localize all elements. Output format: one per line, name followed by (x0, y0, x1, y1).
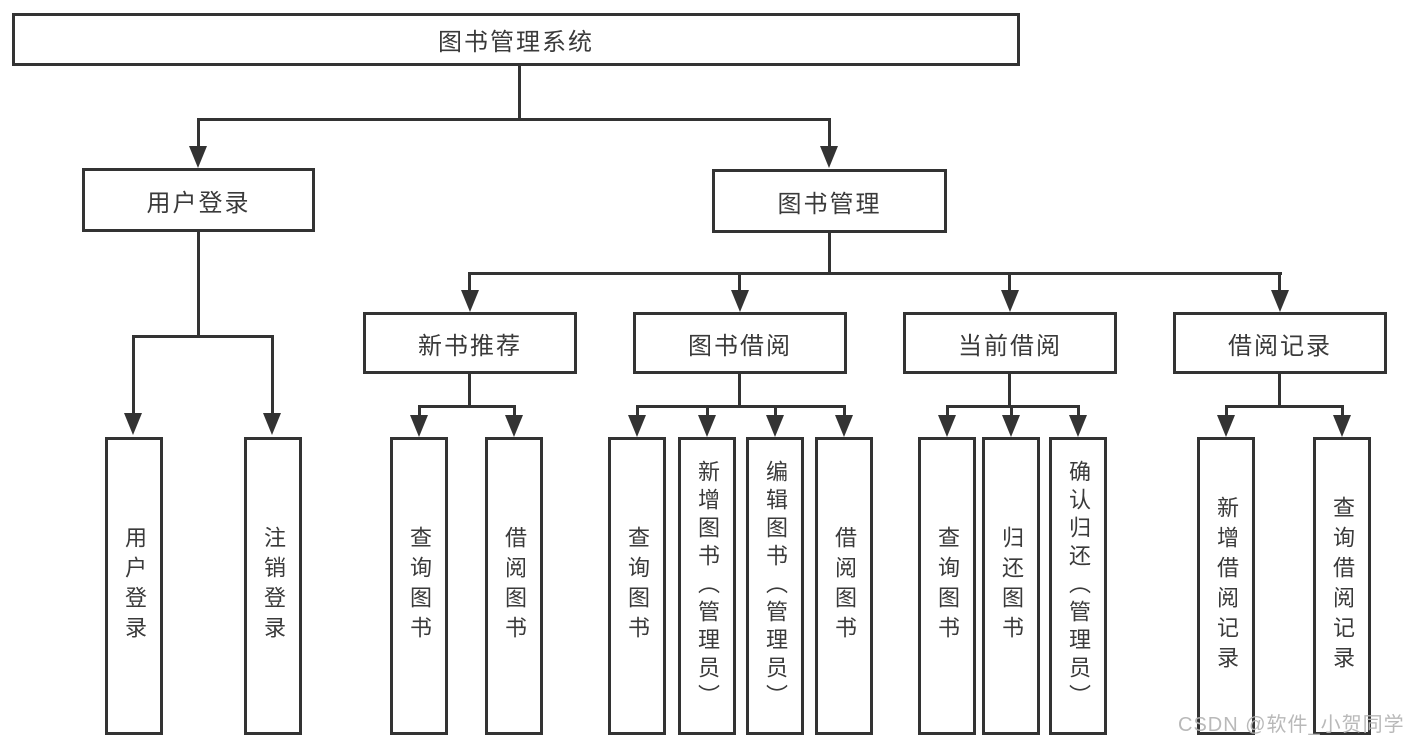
node-user-login: 用户登录 (82, 168, 315, 232)
arrow-g5-right (1333, 415, 1351, 437)
connector-g3-3 (774, 405, 777, 417)
leaf-logout: 注销登录 (244, 437, 302, 735)
csdn-watermark: CSDN @软件_小贺同学 (1178, 714, 1405, 736)
connector-book-borrow-drop (738, 374, 741, 407)
connector-root-drop (518, 66, 521, 118)
connector-to-book-borrow (738, 272, 741, 292)
leaf-cb-query-books: 查询图书 (918, 437, 976, 735)
arrow-to-new-book (461, 290, 479, 312)
connector-level3-rail (468, 272, 1282, 275)
connector-g2-right (513, 405, 516, 417)
arrow-g4-3 (1069, 415, 1087, 437)
arrow-g4-2 (1002, 415, 1020, 437)
connector-to-leaf-logout (271, 335, 274, 415)
arrow-to-book-borrow (731, 290, 749, 312)
arrow-g5-left (1217, 415, 1235, 437)
leaf-cb-return-books: 归还图书 (982, 437, 1040, 735)
arrow-g2-right (505, 415, 523, 437)
connector-g4-1 (946, 405, 949, 417)
leaf-bb-edit-books-admin: 编辑图书（管理员） (746, 437, 804, 735)
connector-borrow-records-drop (1278, 374, 1281, 407)
arrow-to-leaf-logout (263, 413, 281, 435)
arrow-g3-4 (835, 415, 853, 437)
connector-g4-3 (1077, 405, 1080, 417)
leaf-cb-confirm-return-admin: 确认归还（管理员） (1049, 437, 1107, 735)
arrow-g2-left (410, 415, 428, 437)
connector-g3-4 (843, 405, 846, 417)
node-new-book-recommend: 新书推荐 (363, 312, 577, 374)
connector-level2-rail (197, 118, 831, 121)
connector-book-management-drop (828, 233, 831, 275)
connector-to-new-book (468, 272, 471, 292)
arrow-g4-1 (938, 415, 956, 437)
leaf-user-login: 用户登录 (105, 437, 163, 735)
connector-to-user-login (197, 118, 200, 146)
connector-to-leaf-user-login (132, 335, 135, 415)
connector-g2-left (418, 405, 421, 417)
arrow-to-borrow-records (1271, 290, 1289, 312)
leaf-br-add-record: 新增借阅记录 (1197, 437, 1255, 735)
arrow-to-leaf-user-login (124, 413, 142, 435)
leaf-nbr-query-books: 查询图书 (390, 437, 448, 735)
node-current-borrow: 当前借阅 (903, 312, 1117, 374)
arrow-to-current-borrow (1001, 290, 1019, 312)
node-borrow-records: 借阅记录 (1173, 312, 1387, 374)
connector-g4-rail (946, 405, 1080, 408)
connector-current-borrow-drop (1008, 374, 1011, 407)
arrow-g3-1 (628, 415, 646, 437)
connector-new-book-drop (468, 374, 471, 407)
leaf-bb-add-books-admin: 新增图书（管理员） (678, 437, 736, 735)
arrow-g3-2 (698, 415, 716, 437)
node-library-management-system: 图书管理系统 (12, 13, 1020, 66)
connector-g3-rail (636, 405, 846, 408)
connector-g5-rail (1225, 405, 1344, 408)
connector-g4-2 (1010, 405, 1013, 417)
leaf-nbr-borrow-books: 借阅图书 (485, 437, 543, 735)
connector-g5-right (1341, 405, 1344, 417)
arrow-to-user-login (189, 146, 207, 168)
connector-g2-rail (418, 405, 516, 408)
connector-to-current-borrow (1008, 272, 1011, 292)
arrow-g3-3 (766, 415, 784, 437)
connector-user-login-rail (132, 335, 274, 338)
connector-g3-1 (636, 405, 639, 417)
connector-to-book-management (828, 118, 831, 146)
connector-g5-left (1225, 405, 1228, 417)
node-book-management: 图书管理 (712, 169, 947, 233)
leaf-bb-query-books: 查询图书 (608, 437, 666, 735)
connector-g3-2 (706, 405, 709, 417)
leaf-bb-borrow-books: 借阅图书 (815, 437, 873, 735)
arrow-to-book-management (820, 146, 838, 168)
connector-user-login-drop (197, 232, 200, 335)
leaf-br-query-record: 查询借阅记录 (1313, 437, 1371, 735)
connector-to-borrow-records (1278, 272, 1281, 292)
node-book-borrow: 图书借阅 (633, 312, 847, 374)
